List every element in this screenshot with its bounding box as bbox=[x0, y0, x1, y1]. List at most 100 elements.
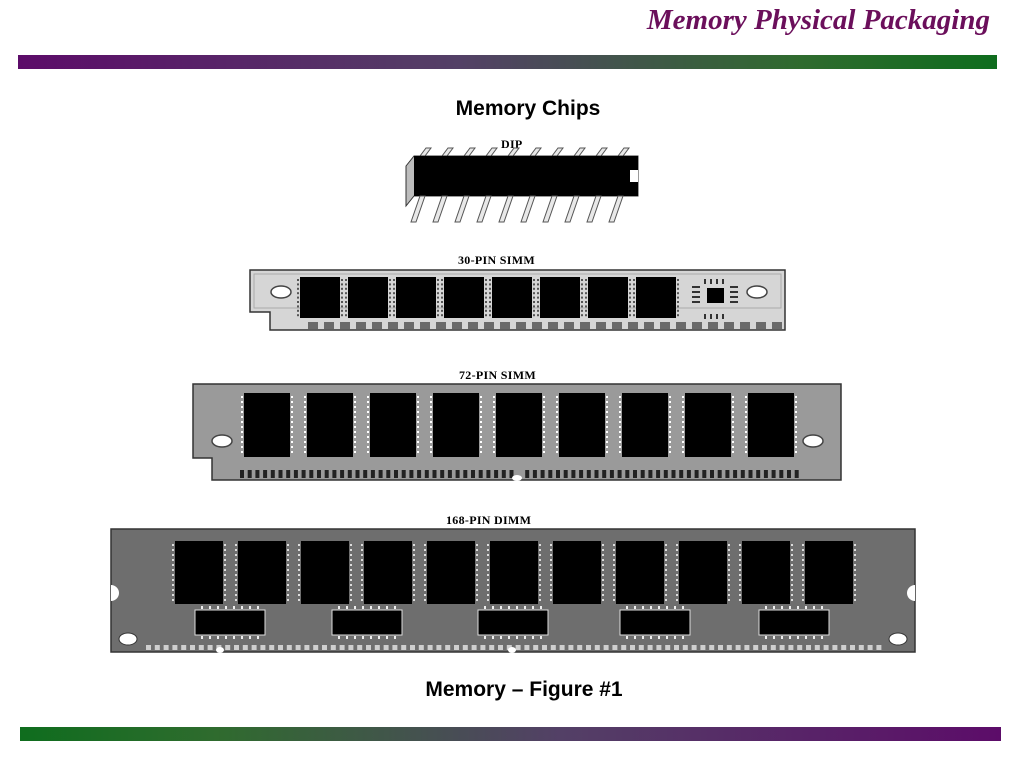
chip-pin bbox=[613, 599, 615, 601]
chip-pin bbox=[297, 296, 299, 299]
dip-pin bbox=[595, 147, 608, 157]
chip-pin bbox=[485, 301, 487, 303]
chip-pin bbox=[665, 594, 667, 596]
chip-pin bbox=[304, 431, 306, 433]
chip-pin bbox=[298, 554, 300, 556]
chip-pin bbox=[172, 599, 174, 601]
edge-contact bbox=[269, 645, 275, 650]
chip-pin bbox=[795, 401, 797, 403]
edge-contact bbox=[753, 645, 759, 650]
chip-pin bbox=[613, 564, 615, 566]
chip-pin bbox=[619, 421, 621, 423]
chip-pin bbox=[533, 314, 535, 317]
chip-pin bbox=[665, 544, 667, 546]
chip-pin bbox=[304, 421, 306, 423]
edge-contact bbox=[524, 645, 530, 650]
edge-contact bbox=[506, 645, 512, 650]
chip-pin bbox=[666, 606, 668, 609]
edge-contact bbox=[832, 645, 838, 650]
chip-pin bbox=[606, 446, 608, 448]
chip-pin bbox=[287, 564, 289, 566]
edge-contact bbox=[309, 470, 314, 478]
chip-pin bbox=[287, 579, 289, 581]
chip-pin bbox=[480, 451, 482, 453]
chip-pin bbox=[739, 569, 741, 571]
edge-contact bbox=[247, 470, 252, 478]
chip-pin bbox=[367, 396, 369, 398]
chip-pin bbox=[485, 309, 487, 312]
chip-pin bbox=[728, 584, 730, 586]
chip-pin bbox=[413, 594, 415, 596]
chip-pin bbox=[430, 401, 432, 403]
chip-pin bbox=[480, 396, 482, 398]
chip-pin bbox=[487, 564, 489, 566]
edge-contact bbox=[676, 322, 686, 329]
chip-pin bbox=[602, 544, 604, 546]
chip-pin bbox=[354, 406, 356, 408]
edge-contact bbox=[686, 470, 691, 478]
chip-pin bbox=[480, 436, 482, 438]
chip-pin bbox=[682, 446, 684, 448]
chip-pin bbox=[602, 584, 604, 586]
chip-pin bbox=[633, 292, 635, 295]
edge-contact bbox=[692, 322, 702, 329]
chip-pin bbox=[361, 579, 363, 581]
chip-pin bbox=[241, 606, 243, 609]
chip-pin bbox=[224, 599, 226, 601]
edge-contact bbox=[225, 645, 231, 650]
chip-pin bbox=[235, 594, 237, 596]
edge-contact bbox=[484, 322, 494, 329]
chip-pin bbox=[298, 594, 300, 596]
chip-pin bbox=[291, 431, 293, 433]
chip-pin bbox=[480, 421, 482, 423]
edge-contact bbox=[357, 645, 363, 650]
chip-pin bbox=[393, 279, 395, 281]
chip-pin bbox=[606, 416, 608, 418]
ctrl-pin bbox=[704, 314, 706, 319]
chip-pin bbox=[413, 574, 415, 576]
chip-pin bbox=[669, 436, 671, 438]
chip-pin bbox=[297, 314, 299, 317]
chip-pin bbox=[739, 599, 741, 601]
chip-pin bbox=[354, 436, 356, 438]
chip-pin bbox=[728, 544, 730, 546]
chip-pin bbox=[658, 606, 660, 609]
chip-pin bbox=[417, 451, 419, 453]
edge-contact bbox=[709, 645, 715, 650]
chip-pin bbox=[669, 431, 671, 433]
chip-pin bbox=[493, 416, 495, 418]
ctrl-pin bbox=[692, 291, 700, 293]
edge-contact bbox=[858, 645, 864, 650]
chip-pin bbox=[485, 296, 487, 299]
edge-contact bbox=[850, 645, 855, 650]
chip-pin bbox=[241, 416, 243, 418]
chip-pin bbox=[480, 411, 482, 413]
edge-contact bbox=[313, 645, 319, 650]
chip-pin bbox=[556, 406, 558, 408]
chip-pin bbox=[417, 436, 419, 438]
chip-pin bbox=[537, 309, 539, 312]
chip-pin bbox=[613, 544, 615, 546]
chip-pin bbox=[728, 589, 730, 591]
chip-pin bbox=[393, 309, 395, 312]
chip-pin bbox=[669, 451, 671, 453]
dram-chip bbox=[588, 277, 628, 318]
chip-pin bbox=[677, 279, 679, 281]
ctrl-pin bbox=[692, 286, 700, 288]
chip-pin bbox=[728, 569, 730, 571]
dip-pin bbox=[608, 195, 624, 223]
edge-contact bbox=[564, 322, 574, 329]
edge-contact bbox=[454, 645, 459, 650]
dip-pin bbox=[507, 147, 520, 157]
chip-pin bbox=[854, 579, 856, 581]
chip-pin bbox=[370, 606, 372, 609]
chip-pin bbox=[677, 314, 679, 317]
chip-pin bbox=[172, 579, 174, 581]
chip-pin bbox=[539, 559, 541, 561]
chip-pin bbox=[728, 574, 730, 576]
chip-pin bbox=[613, 594, 615, 596]
chip-pin bbox=[389, 279, 391, 281]
chip-pin bbox=[543, 436, 545, 438]
chip-pin bbox=[745, 411, 747, 413]
chip-pin bbox=[682, 636, 684, 639]
